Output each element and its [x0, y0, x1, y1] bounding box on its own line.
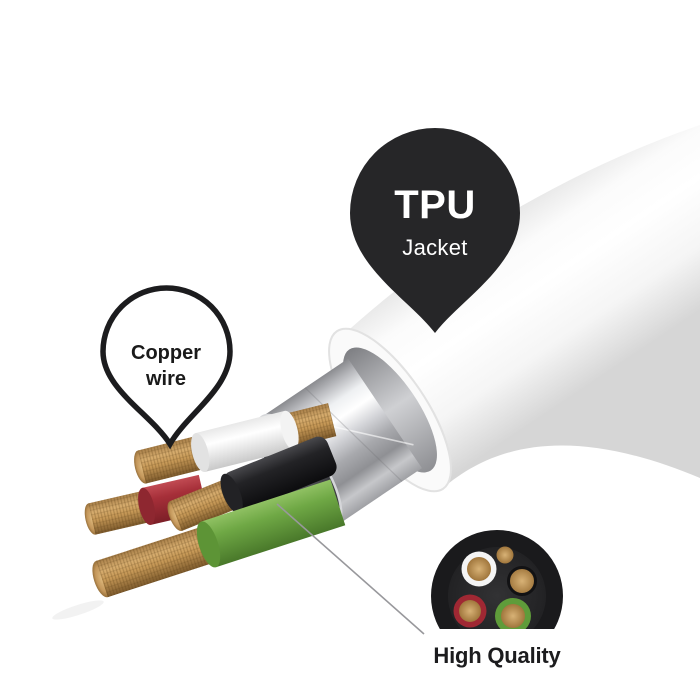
green-wire	[92, 479, 346, 598]
foil-cylinder	[261, 358, 422, 527]
drain-wire	[276, 503, 425, 635]
tpu-balloon-shape	[350, 128, 520, 333]
jacket-surface	[341, 125, 700, 489]
white-wire	[134, 403, 337, 484]
cross-section	[431, 530, 563, 629]
tpu-title: TPU	[394, 183, 476, 227]
green-insulation-face	[196, 521, 221, 568]
foil-seam-2	[304, 387, 403, 482]
cross-section-filler	[448, 547, 546, 629]
copper-label-line2: wire	[145, 368, 186, 390]
copper-wire-callout: Copper wire	[100, 285, 233, 450]
cable-jacket-tube	[341, 125, 700, 489]
white-insulation-end	[280, 410, 299, 450]
cs-white-copper	[467, 557, 491, 581]
tpu-subtitle: Jacket	[402, 235, 467, 260]
wire-shadow	[52, 600, 104, 620]
cs-green-copper	[501, 604, 525, 628]
white-insulation	[195, 410, 295, 472]
cs-drain-copper	[496, 546, 514, 564]
cross-section-conductors	[453, 546, 537, 629]
inner-wires	[52, 403, 425, 635]
jacket-opening	[343, 347, 437, 473]
white-insulation-face	[191, 432, 210, 472]
cs-black-copper	[507, 566, 537, 596]
black-insulation-face	[220, 473, 243, 514]
red-insulation-face	[138, 487, 156, 525]
black-insulation	[223, 436, 337, 512]
copper-balloon-shape	[100, 285, 233, 450]
caption-high-quality: High Quality	[433, 643, 561, 668]
black-wire	[167, 436, 337, 532]
cs-red-copper	[459, 600, 481, 622]
copper-label-line1: Copper	[131, 342, 201, 364]
green-insulation	[201, 479, 346, 568]
tpu-callout: TPU Jacket	[350, 128, 520, 333]
